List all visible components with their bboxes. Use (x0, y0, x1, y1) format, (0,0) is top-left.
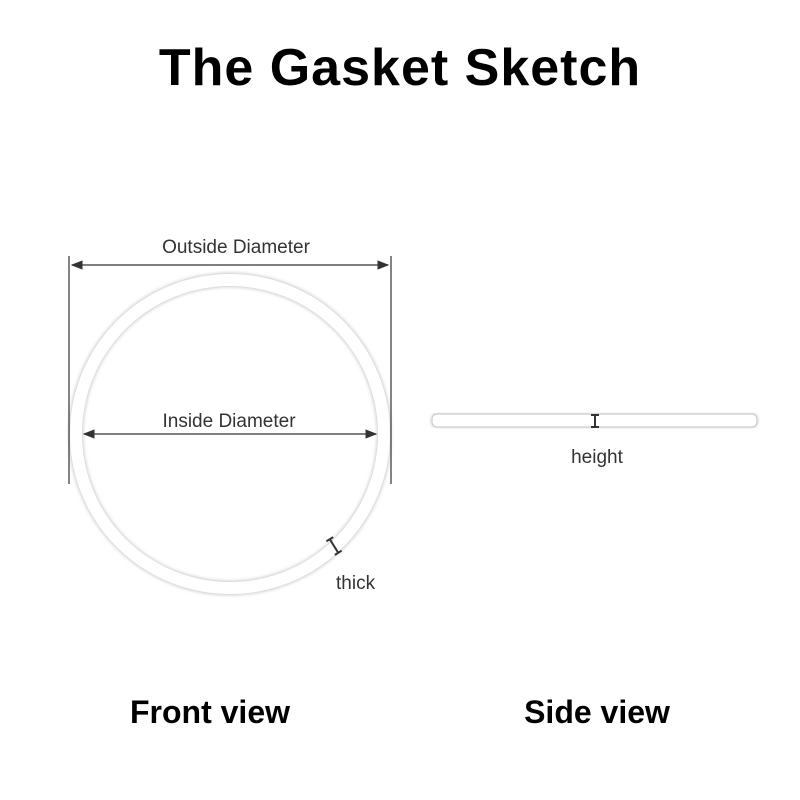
page-title: The Gasket Sketch (158, 39, 642, 97)
inside-diameter-label: Inside Diameter (162, 411, 296, 432)
height-label: height (571, 447, 623, 468)
side-view-caption: Side view (524, 694, 670, 730)
front-view-caption: Front view (129, 694, 290, 730)
outside-diameter-label: Outside Diameter (162, 237, 311, 258)
height-marker (591, 414, 599, 428)
thick-marker (325, 536, 343, 556)
thick-label: thick (336, 573, 376, 594)
